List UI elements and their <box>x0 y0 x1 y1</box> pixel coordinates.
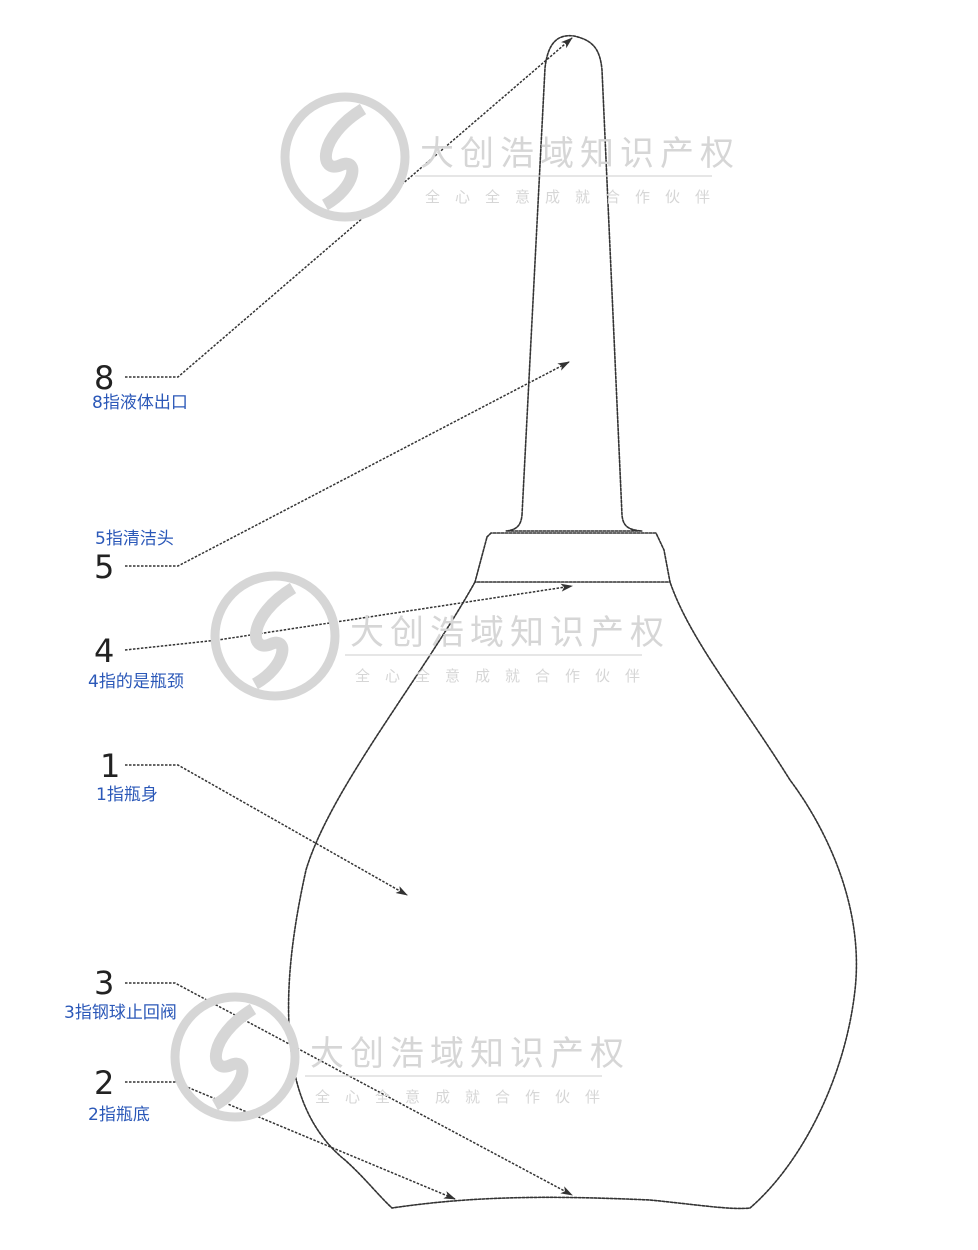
label-number-8: 8 <box>94 359 115 397</box>
watermark-title: 大创浩域知识产权 <box>310 1034 630 1074</box>
label-number-5: 5 <box>94 548 115 586</box>
label-caption-3: 3指钢球止回阀 <box>64 1003 177 1023</box>
bulb-body-outline <box>287 581 858 1210</box>
label-caption-8: 8指液体出口 <box>92 393 188 413</box>
watermark-logo-icon <box>280 92 410 222</box>
neck-collar-outline <box>473 532 671 583</box>
label-caption-1: 1指瓶身 <box>96 785 158 805</box>
leader-line-5 <box>125 361 570 567</box>
leader-line-8 <box>125 37 573 378</box>
label-number-3: 3 <box>94 964 115 1002</box>
label-caption-5: 5指清洁头 <box>95 529 174 549</box>
label-caption-4: 4指的是瓶颈 <box>88 672 184 692</box>
nozzle-outline <box>505 34 643 532</box>
leader-line-1 <box>125 764 408 896</box>
watermark-title: 大创浩域知识产权 <box>420 134 740 174</box>
watermark-slogan: 全心全意成就合作伙伴 <box>425 188 726 206</box>
label-number-2: 2 <box>94 1064 115 1102</box>
watermark-logo-icon <box>210 571 340 701</box>
watermark-slogan: 全心全意成就合作伙伴 <box>355 667 656 685</box>
label-number-4: 4 <box>94 632 115 670</box>
leader-line-2 <box>125 1081 456 1200</box>
label-number-1: 1 <box>100 747 121 785</box>
leader-line-3 <box>125 982 573 1196</box>
watermark-slogan: 全心全意成就合作伙伴 <box>315 1088 616 1106</box>
label-caption-2: 2指瓶底 <box>88 1105 150 1125</box>
watermark-logo-icon <box>170 992 300 1122</box>
watermark-title: 大创浩域知识产权 <box>350 613 670 653</box>
